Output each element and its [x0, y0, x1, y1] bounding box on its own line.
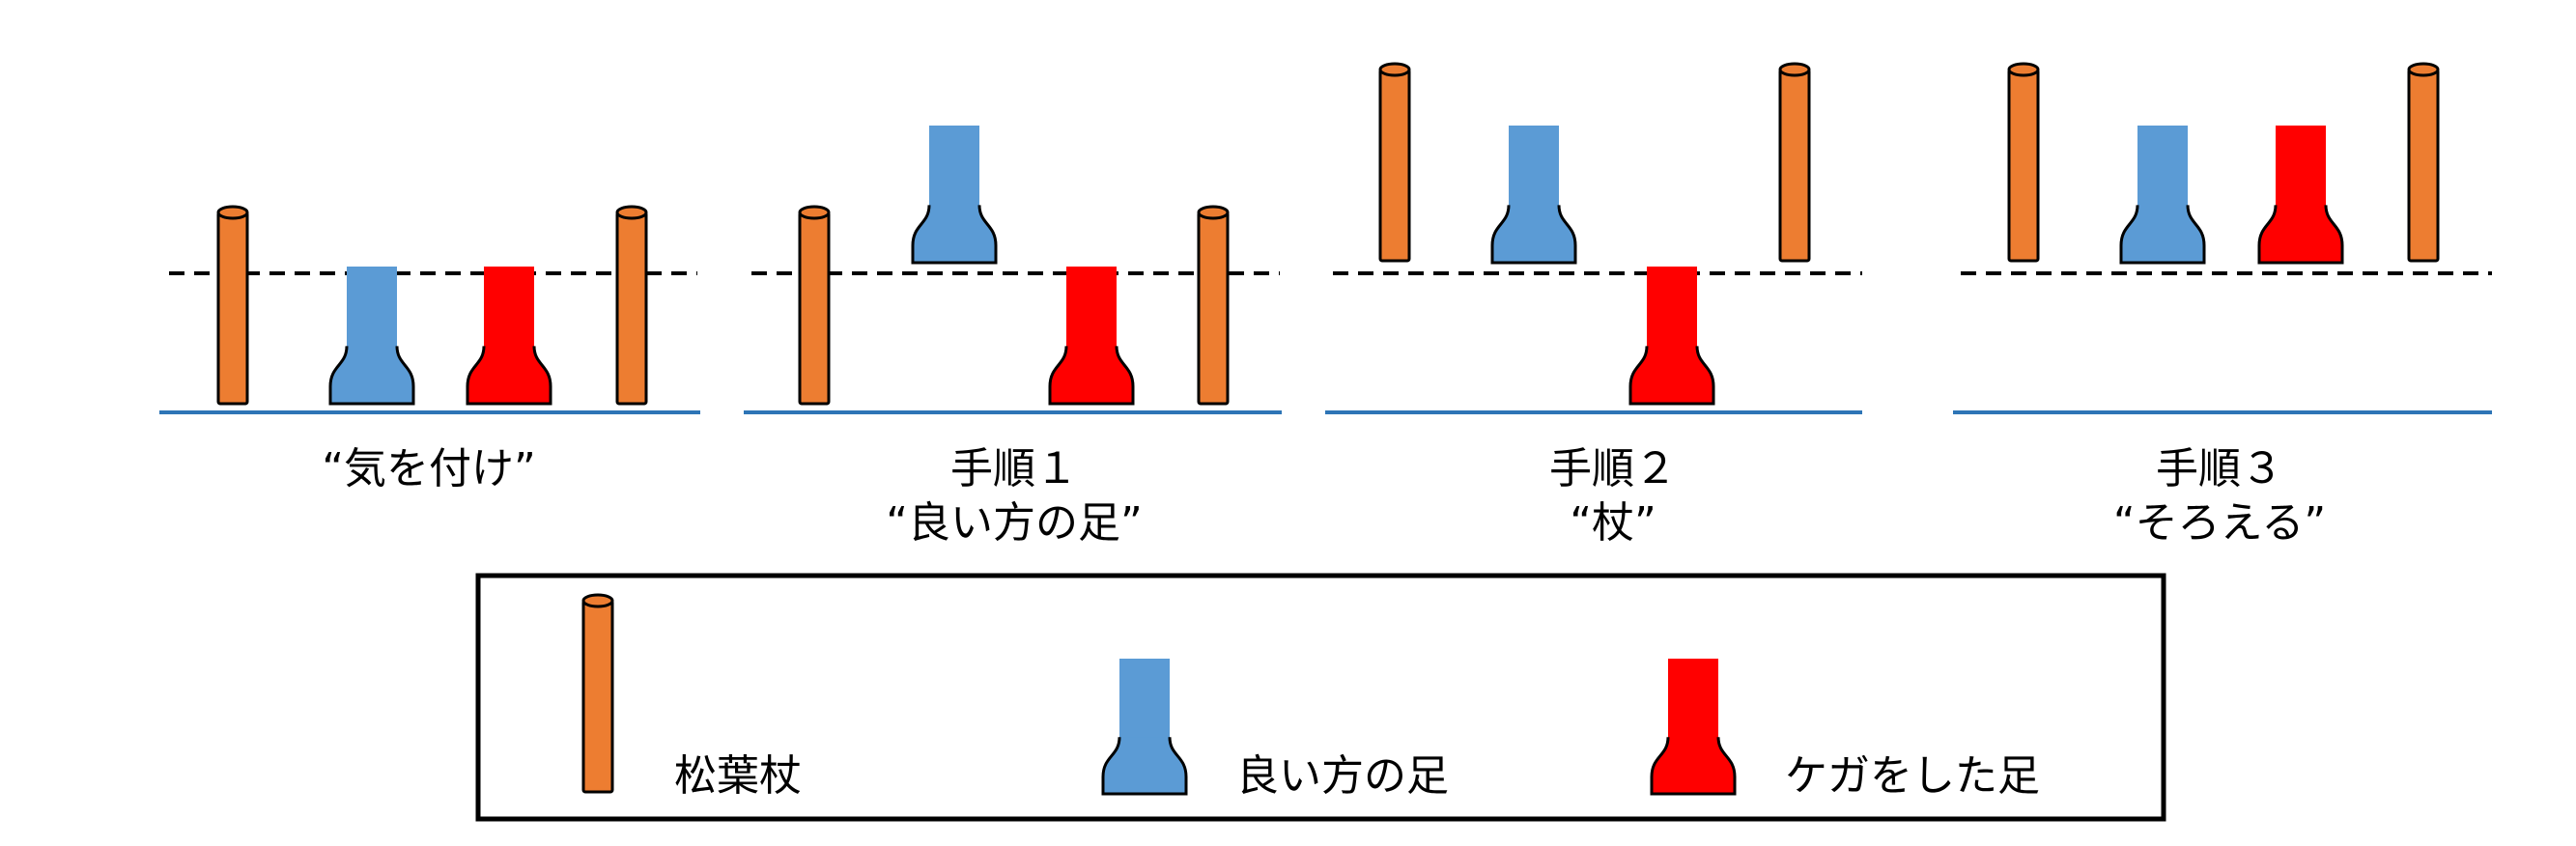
good-foot — [328, 267, 415, 406]
panel-attention: “気を付け” — [159, 205, 700, 494]
good-foot — [911, 126, 998, 265]
legend-crutch-label: 松葉杖 — [674, 751, 802, 801]
panel-caption-line-2: “そろえる” — [2113, 498, 2326, 548]
crutch-right — [615, 205, 648, 406]
crutch-left — [2007, 62, 2040, 263]
crutch-left — [1378, 62, 1411, 263]
crutch-right — [1778, 62, 1811, 263]
injured-foot — [466, 267, 552, 406]
crutch-left — [216, 205, 249, 406]
injured-foot — [1628, 267, 1715, 406]
crutch-right — [1197, 205, 1230, 406]
good-foot — [2119, 126, 2206, 265]
crutch-right — [2407, 62, 2440, 263]
panel-step-3: 手順３ “そろえる” — [1953, 62, 2492, 548]
panel-step-2: 手順２ “杖” — [1325, 62, 1862, 548]
legend-injured-foot-icon — [1650, 659, 1737, 796]
injured-foot — [2257, 126, 2344, 265]
legend: 松葉杖 良い方の足 ケガをした足 — [475, 573, 2166, 822]
crutch-left — [798, 205, 831, 406]
legend-crutch-icon — [581, 593, 614, 794]
legend-good-foot-label: 良い方の足 — [1236, 751, 1449, 801]
panel-caption-line-1: 手順２ — [1549, 444, 1677, 494]
panel-step-1: 手順１ “良い方の足” — [744, 126, 1282, 548]
legend-good-foot-icon — [1101, 659, 1188, 796]
panel-caption-line-1: 手順１ — [950, 444, 1078, 494]
good-foot — [1490, 126, 1577, 265]
panel-caption-line-1: 手順３ — [2156, 444, 2283, 494]
panel-caption-line-2: “良い方の足” — [886, 498, 1143, 548]
injured-foot — [1048, 267, 1135, 406]
panel-caption-line-1: “気を付け” — [322, 444, 536, 494]
legend-box — [475, 573, 2166, 822]
legend-injured-foot-label: ケガをした足 — [1785, 751, 2040, 801]
panel-caption-line-2: “杖” — [1570, 498, 1656, 548]
